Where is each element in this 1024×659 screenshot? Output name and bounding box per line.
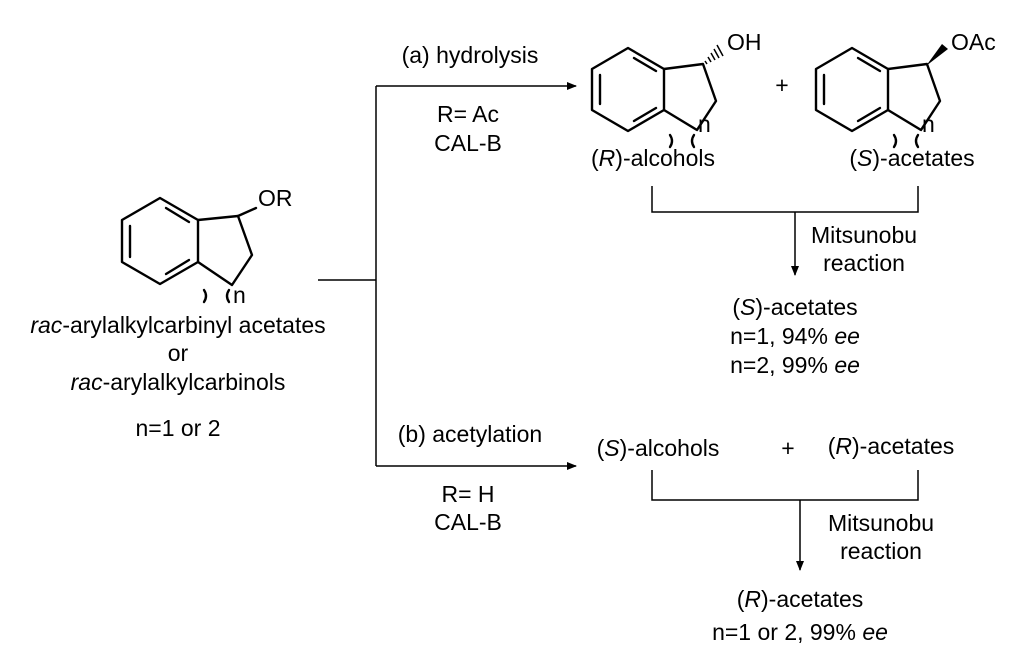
s-acetate-cycloalkyl-ring xyxy=(886,62,942,132)
substrate-structure: OR n xyxy=(120,185,293,308)
r-alcohols-name: (R)-alcohols xyxy=(591,145,715,171)
route-a-plus-sign: + xyxy=(775,72,788,98)
route-a-combine-bracket xyxy=(651,186,919,213)
solid-wedge-bond xyxy=(926,44,948,66)
s-acetate-structure: OAc n xyxy=(814,29,996,149)
substrate-name-line3: rac-arylalkylcarbinols xyxy=(71,369,286,395)
route-a-final-product: (S)-acetates xyxy=(732,294,857,320)
s-alcohols-name: (S)-alcohols xyxy=(597,435,720,461)
hashed-wedge-bond xyxy=(704,44,724,65)
substrate-or-label: OR xyxy=(258,185,293,211)
route-b-combine-bracket xyxy=(651,470,919,501)
r-alcohol-structure: OH n xyxy=(590,29,762,149)
r-alcohol-ring-n-label: n xyxy=(698,111,711,137)
route-a-final-ee-n1: n=1, 94% ee xyxy=(730,323,860,349)
route-b-reagent-line2: CAL-B xyxy=(434,509,502,535)
route-a-reagent-line1: R= Ac xyxy=(437,101,499,127)
s-acetate-ring-n-label: n xyxy=(922,111,935,137)
route-b-step-line2: reaction xyxy=(840,538,922,564)
substrate-ring-n-label: n xyxy=(233,282,246,308)
s-acetates-name: (S)-acetates xyxy=(849,145,974,171)
s-acetate-benzene-ring xyxy=(814,46,890,133)
route-a-step-line1: Mitsunobu xyxy=(811,222,917,248)
route-b-final-product: (R)-acetates xyxy=(737,586,864,612)
substrate-condition: n=1 or 2 xyxy=(135,415,220,441)
route-b-reagent-line1: R= H xyxy=(441,481,494,507)
route-a-label: (a) hydrolysis xyxy=(402,42,539,68)
route-b-plus-sign: + xyxy=(781,435,794,461)
s-acetate-oac-label: OAc xyxy=(951,29,996,55)
substrate-name-line2: or xyxy=(168,340,189,366)
r-alcohol-oh-label: OH xyxy=(727,29,762,55)
route-a-reagent-line2: CAL-B xyxy=(434,130,502,156)
route-a-step-line2: reaction xyxy=(823,250,905,276)
substrate-benzene-ring xyxy=(120,196,200,286)
route-b-label: (b) acetylation xyxy=(398,421,542,447)
route-b-step-line1: Mitsunobu xyxy=(828,510,934,536)
r-alcohol-cycloalkyl-ring xyxy=(662,62,718,132)
r-alcohol-benzene-ring xyxy=(590,46,666,133)
substrate-cycloalkyl-ring xyxy=(196,214,254,287)
route-b-final-ee: n=1 or 2, 99% ee xyxy=(712,619,888,645)
substrate-name-line1: rac-arylalkylcarbinyl acetates xyxy=(30,312,325,338)
r-acetates-name: (R)-acetates xyxy=(828,433,955,459)
route-a-final-ee-n2: n=2, 99% ee xyxy=(730,352,860,378)
